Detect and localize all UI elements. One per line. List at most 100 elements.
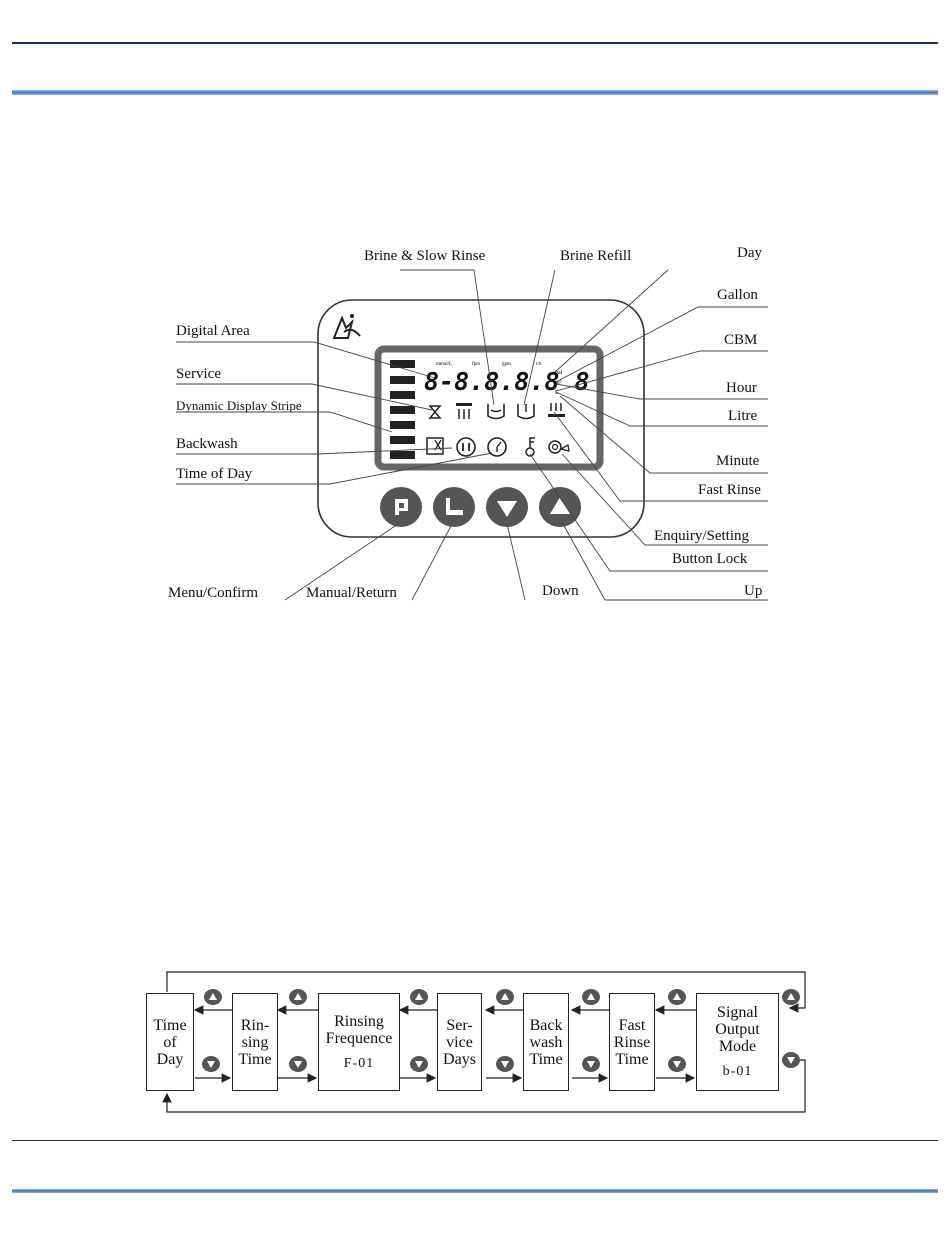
flow-step-line: Time bbox=[529, 1050, 563, 1068]
down-arrow-icon bbox=[668, 1056, 686, 1072]
label-backwash: Backwash bbox=[176, 436, 238, 452]
label-day: Day bbox=[737, 245, 762, 261]
flow-step-service-days: Ser- vice Days bbox=[437, 993, 482, 1091]
stripe-bar bbox=[390, 376, 415, 384]
up-arrow-icon bbox=[782, 989, 800, 1005]
stripe-bar bbox=[390, 421, 415, 429]
menu-flow-diagram bbox=[162, 971, 806, 1113]
flow-step-line: wash bbox=[529, 1033, 563, 1051]
brine-slow-rinse-icon bbox=[487, 404, 505, 420]
up-arrow-icon bbox=[289, 989, 307, 1005]
up-arrow-icon bbox=[496, 989, 514, 1005]
label-digital-area: Digital Area bbox=[176, 323, 250, 339]
stripe-bar bbox=[390, 406, 415, 414]
lcd-header-label: fpm bbox=[472, 362, 480, 367]
stripe-bar bbox=[390, 451, 415, 459]
label-hour: Hour bbox=[726, 380, 757, 396]
pause-icon bbox=[456, 437, 476, 457]
up-button[interactable] bbox=[539, 487, 581, 527]
up-arrow-icon bbox=[204, 989, 222, 1005]
lcd-unit-gallon: gal bbox=[555, 370, 563, 376]
label-manual-return: Manual/Return bbox=[306, 585, 397, 601]
flow-step-rinsing-time: Rin- sing Time bbox=[232, 993, 278, 1091]
footer-rule-blue bbox=[12, 1189, 938, 1193]
callout-leader-lines bbox=[176, 269, 768, 601]
flow-step-line: of bbox=[163, 1033, 177, 1051]
flow-step-line: Signal bbox=[717, 1004, 758, 1021]
down-arrow-icon bbox=[202, 1056, 220, 1072]
label-service: Service bbox=[176, 366, 221, 382]
down-arrow-icon bbox=[496, 1056, 514, 1072]
controller-diagram: mmol/L fpm gpm t/h 8-8.8.8.8 8 gal m³ L bbox=[176, 269, 768, 601]
label-enquiry-setting: Enquiry/Setting bbox=[654, 528, 749, 544]
stripe-bar bbox=[390, 391, 415, 399]
up-arrow-icon bbox=[668, 989, 686, 1005]
flow-step-line: Time bbox=[153, 1016, 187, 1034]
flow-step-line: Rinsing bbox=[334, 1012, 384, 1030]
lcd-header-label: gpm bbox=[502, 362, 511, 367]
lcd-unit-litre: L bbox=[555, 390, 559, 396]
label-fast-rinse: Fast Rinse bbox=[698, 482, 761, 498]
label-down: Down bbox=[542, 583, 579, 599]
up-arrow-icon bbox=[582, 989, 600, 1005]
dynamic-display-stripe bbox=[390, 360, 415, 459]
footer-rule-dark bbox=[12, 1140, 938, 1141]
flow-step-line: Fast bbox=[618, 1016, 646, 1034]
label-minute: Minute bbox=[716, 453, 760, 469]
flow-step-line: Back bbox=[529, 1016, 563, 1034]
brand-logo-icon bbox=[332, 314, 361, 339]
menu-confirm-button[interactable] bbox=[380, 487, 422, 527]
flow-step-line: sing bbox=[241, 1033, 269, 1051]
lcd-header-label: mmol/L bbox=[436, 362, 452, 367]
flow-step-line: Output bbox=[715, 1021, 760, 1038]
flow-step-code: F-01 bbox=[343, 1055, 375, 1071]
label-time-of-day: Time of Day bbox=[176, 466, 253, 482]
flow-step-line: Frequence bbox=[325, 1029, 393, 1047]
label-gallon: Gallon bbox=[717, 287, 758, 303]
flow-step-line: Ser- bbox=[446, 1016, 473, 1034]
stripe-bar bbox=[390, 360, 415, 368]
header-rule-blue bbox=[12, 90, 938, 95]
enquiry-setting-icon bbox=[548, 440, 570, 454]
down-arrow-icon bbox=[582, 1056, 600, 1072]
label-litre: Litre bbox=[728, 408, 758, 424]
label-dynamic-display-stripe: Dynamic Display Stripe bbox=[176, 398, 302, 413]
manual-return-button[interactable] bbox=[433, 487, 475, 527]
lcd-unit-cbm: m³ bbox=[555, 380, 562, 386]
flow-step-backwash-time: Back wash Time bbox=[523, 993, 569, 1091]
up-arrow-icon bbox=[410, 989, 428, 1005]
service-icon bbox=[428, 405, 442, 419]
flow-step-time-of-day: Time of Day bbox=[146, 993, 194, 1091]
flow-step-line: Rinse bbox=[613, 1033, 651, 1051]
down-arrow-icon bbox=[410, 1056, 428, 1072]
label-menu-confirm: Menu/Confirm bbox=[168, 585, 258, 601]
button-lock-icon bbox=[525, 437, 535, 457]
flow-step-line: Days bbox=[443, 1050, 476, 1068]
brine-refill-icon bbox=[517, 404, 535, 420]
flow-step-line: Time bbox=[615, 1050, 649, 1068]
flow-step-signal-output-mode: Signal Output Mode b-01 bbox=[696, 993, 779, 1091]
flow-step-fast-rinse-time: Fast Rinse Time bbox=[609, 993, 655, 1091]
header-rule-dark bbox=[12, 42, 938, 44]
down-arrow-icon bbox=[782, 1052, 800, 1068]
flow-step-line: Rin- bbox=[240, 1016, 270, 1034]
loop-top bbox=[166, 971, 806, 1013]
flow-step-line: Day bbox=[156, 1050, 184, 1068]
time-of-day-icon bbox=[487, 437, 507, 457]
label-brine-slow-rinse: Brine & Slow Rinse bbox=[364, 248, 486, 264]
lcd-header-label: t/h bbox=[536, 362, 542, 367]
lcd-digits: 8-8.8.8.8 8 bbox=[424, 367, 590, 396]
down-button[interactable] bbox=[486, 487, 528, 527]
flow-step-code: b-01 bbox=[722, 1064, 753, 1079]
backwash-icon bbox=[456, 403, 472, 419]
flow-step-line: Time bbox=[238, 1050, 272, 1068]
stripe-bar bbox=[390, 436, 415, 444]
label-brine-refill: Brine Refill bbox=[560, 248, 632, 264]
label-cbm: CBM bbox=[724, 332, 758, 348]
flow-step-line: Mode bbox=[718, 1038, 757, 1055]
label-up: Up bbox=[744, 583, 763, 599]
down-arrow-icon bbox=[289, 1056, 307, 1072]
label-button-lock: Button Lock bbox=[672, 551, 748, 567]
flow-step-rinsing-frequence: Rinsing Frequence F-01 bbox=[318, 993, 400, 1091]
flow-step-line: vice bbox=[446, 1033, 473, 1051]
